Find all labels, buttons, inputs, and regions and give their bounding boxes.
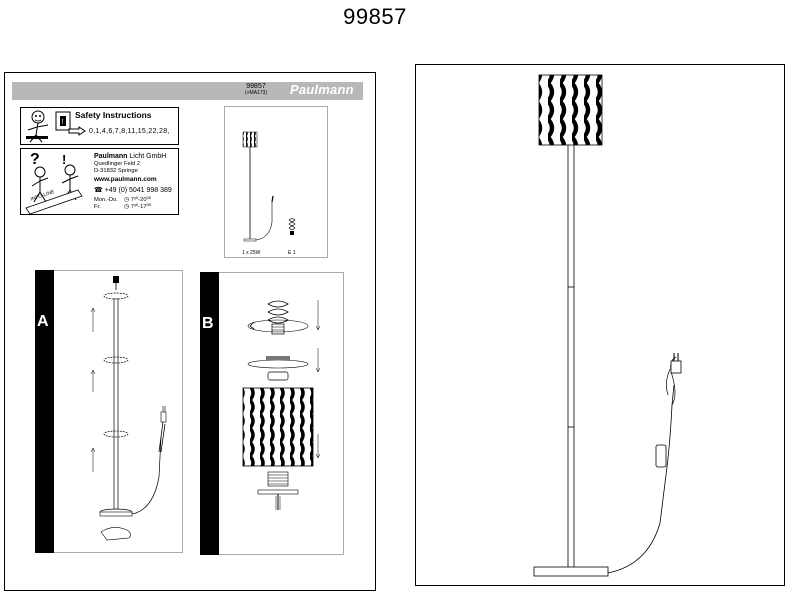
thumbnail-floor-lamp-drawing (242, 131, 296, 242)
hours-label-1: Mon.-Do. (94, 197, 118, 203)
company-street: Quedlinger Feld 2 (94, 161, 141, 167)
step-a-strip (35, 270, 54, 553)
power-plug (670, 360, 682, 374)
phone-line: ☎ +49 (0) 5041 998 389 (94, 187, 172, 194)
company-website: www.paulmann.com (94, 176, 157, 183)
thumbnail-wattage-label: 1 x 25W (242, 250, 261, 256)
document-title: 99857 (343, 4, 407, 29)
step-b-strip (200, 272, 219, 555)
safety-reading-figure-icon: ! (26, 110, 71, 143)
svg-text:!: ! (62, 152, 66, 167)
header-article-number: 99857 (+MA173) (238, 83, 274, 97)
phone-icon: ☎ (94, 187, 103, 194)
pointing-hand-icon (68, 126, 86, 136)
clock-icon: ◷ (124, 197, 130, 203)
article-sub-code: (+MA173) (244, 90, 268, 96)
hours-value-1: ◷ 7³⁰-20⁰⁰ (124, 197, 152, 203)
step-b-bulb-shade-assembly-drawing (242, 300, 321, 510)
safety-title: Safety Instructions (75, 110, 152, 120)
lamp-base (533, 566, 609, 577)
power-cord (607, 384, 675, 574)
hours-label-2: Fr. (94, 204, 101, 210)
step-a-pole-assembly-drawing (90, 276, 167, 541)
clock-icon: ◷ (124, 204, 130, 210)
product-thumbnail-box (224, 106, 328, 258)
lamp-shade (538, 74, 603, 146)
step-b-label: B (202, 315, 214, 332)
article-number: 99857 (246, 83, 266, 90)
product-drawing-page (415, 64, 785, 586)
svg-text:!: ! (62, 119, 64, 126)
cord-switch (655, 444, 667, 468)
company-city: D-31832 Springe (94, 168, 138, 174)
header-bar (12, 82, 363, 100)
step-a-label: A (37, 313, 49, 330)
brand-logo: Paulmann (290, 82, 354, 97)
safety-page-list: 0,1,4,6,7,8,11,15,22,28, (89, 128, 170, 135)
info-line-figures-icon: ? ! (25, 151, 83, 215)
svg-text:?: ? (30, 151, 40, 168)
company-name: Paulmann Licht GmbH (94, 153, 167, 160)
hours-value-2: ◷ 7³⁰-17⁰⁰ (124, 204, 152, 210)
floor-lamp-drawing (533, 74, 682, 577)
thumbnail-bulb-label: E 1 (288, 250, 296, 256)
